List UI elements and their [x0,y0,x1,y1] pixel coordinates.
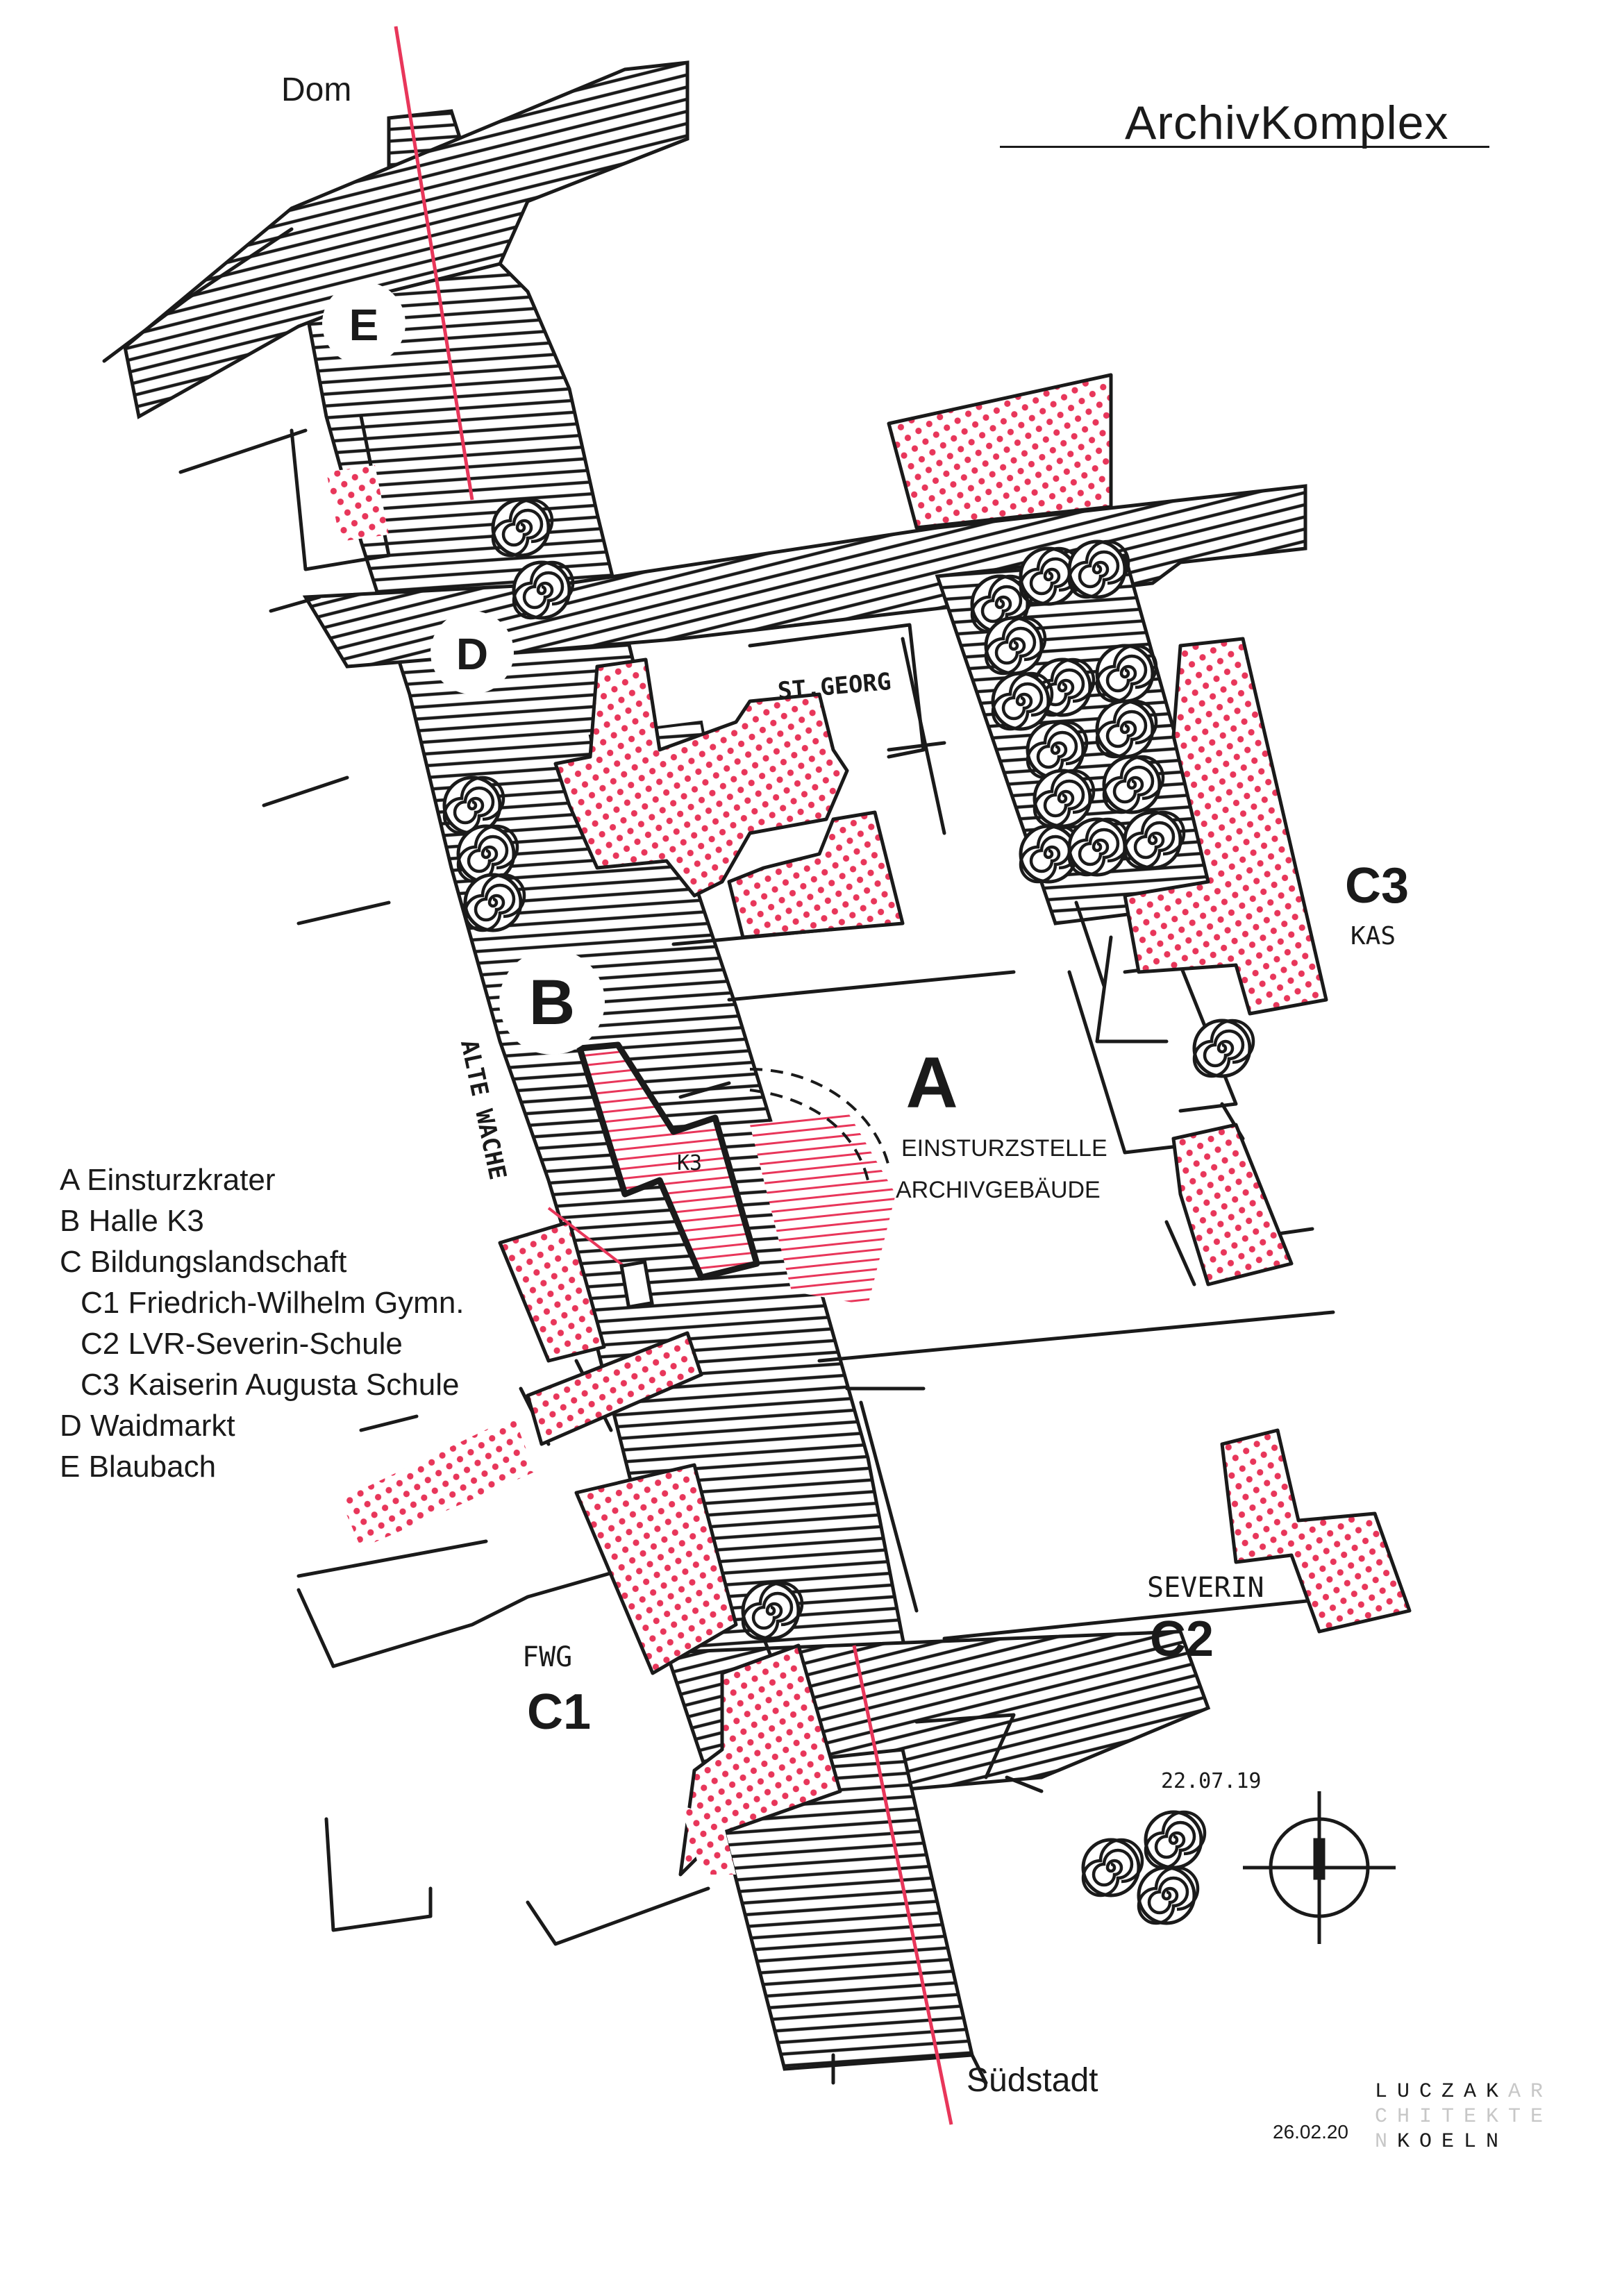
legend-item: E Blaubach [60,1450,217,1484]
building-kas [1123,637,1328,1016]
title-underline [1000,146,1489,148]
einsturzstelle-area [749,1068,896,1305]
building-st-georg-south [727,810,905,939]
legend-item: C2 LVR-Severin-Schule [81,1327,403,1361]
legend-item: C Bildungslandschaft [60,1245,347,1279]
building-west-row-2 [340,1416,535,1548]
marker-c1: C1 [527,1684,591,1740]
label-k3: K3 [677,1151,702,1175]
logo-part: CHITEKTE [1375,2105,1553,2129]
logo-part: KOELN [1397,2130,1509,2154]
logo-part: N [1375,2130,1398,2154]
label-st-georg: ST.GEORG [776,668,892,705]
marker-b: B [529,967,575,1038]
label-sketch-date: 22.07.19 [1161,1769,1262,1793]
label-severin: SEVERIN [1147,1572,1264,1604]
legend-item: B Halle K3 [60,1204,204,1238]
legend-item: C1 Friedrich-Wilhelm Gymn. [81,1286,465,1320]
marker-d: D [456,629,488,679]
label-dom: Dom [281,72,351,108]
label-einsturzstelle-1: EINSTURZSTELLE [901,1135,1107,1162]
marker-c3: C3 [1345,858,1409,914]
logo-part: AR [1508,2080,1553,2104]
marker-b-badge [499,949,605,1055]
legend-item: A Einsturzkrater [60,1163,276,1197]
label-kas: KAS [1351,922,1396,950]
page-title: ArchivKomplex [1125,97,1449,149]
building-south-tail [680,1805,736,1875]
halle-k3 [576,1041,760,1281]
legend-item: D Waidmarkt [60,1409,235,1443]
legend-item: C3 Kaiserin Augusta Schule [81,1368,460,1402]
office-logo: LUCZAKAR CHITEKTE NKOELN [1375,2079,1553,2154]
axis-line-north [394,26,474,501]
dotted-buildings [326,373,1412,1877]
building-alte-wache [498,1220,606,1363]
compass-north-icon [1243,1791,1396,1944]
building-blaubach-west [326,465,389,542]
blaubach-street [123,60,689,419]
building-severin [1220,1428,1412,1634]
alte-wache-pointer [547,1207,654,1309]
logo-part: LUCZAK [1375,2080,1509,2104]
marker-c2: C2 [1150,1611,1214,1667]
building-west-row-1 [526,1331,703,1446]
legend: A Einsturzkrater B Halle K3 C Bildungsla… [60,1159,465,1487]
marker-e-badge [322,282,406,365]
marker-d-badge [430,611,514,694]
label-fwg: FWG [522,1641,572,1673]
axis-line-south [852,1645,953,2125]
marker-e: E [349,300,379,350]
label-suedstadt: Südstadt [967,2062,1098,2099]
label-einsturzstelle-2: ARCHIVGEBÄUDE [896,1177,1101,1203]
plan-date: 26.02.20 [1273,2121,1348,2143]
building-st-georg [553,657,849,898]
building-fwg [574,1463,738,1675]
marker-a: A [905,1043,958,1123]
building-northeast [887,373,1113,530]
building-kas-south [1171,1123,1294,1287]
